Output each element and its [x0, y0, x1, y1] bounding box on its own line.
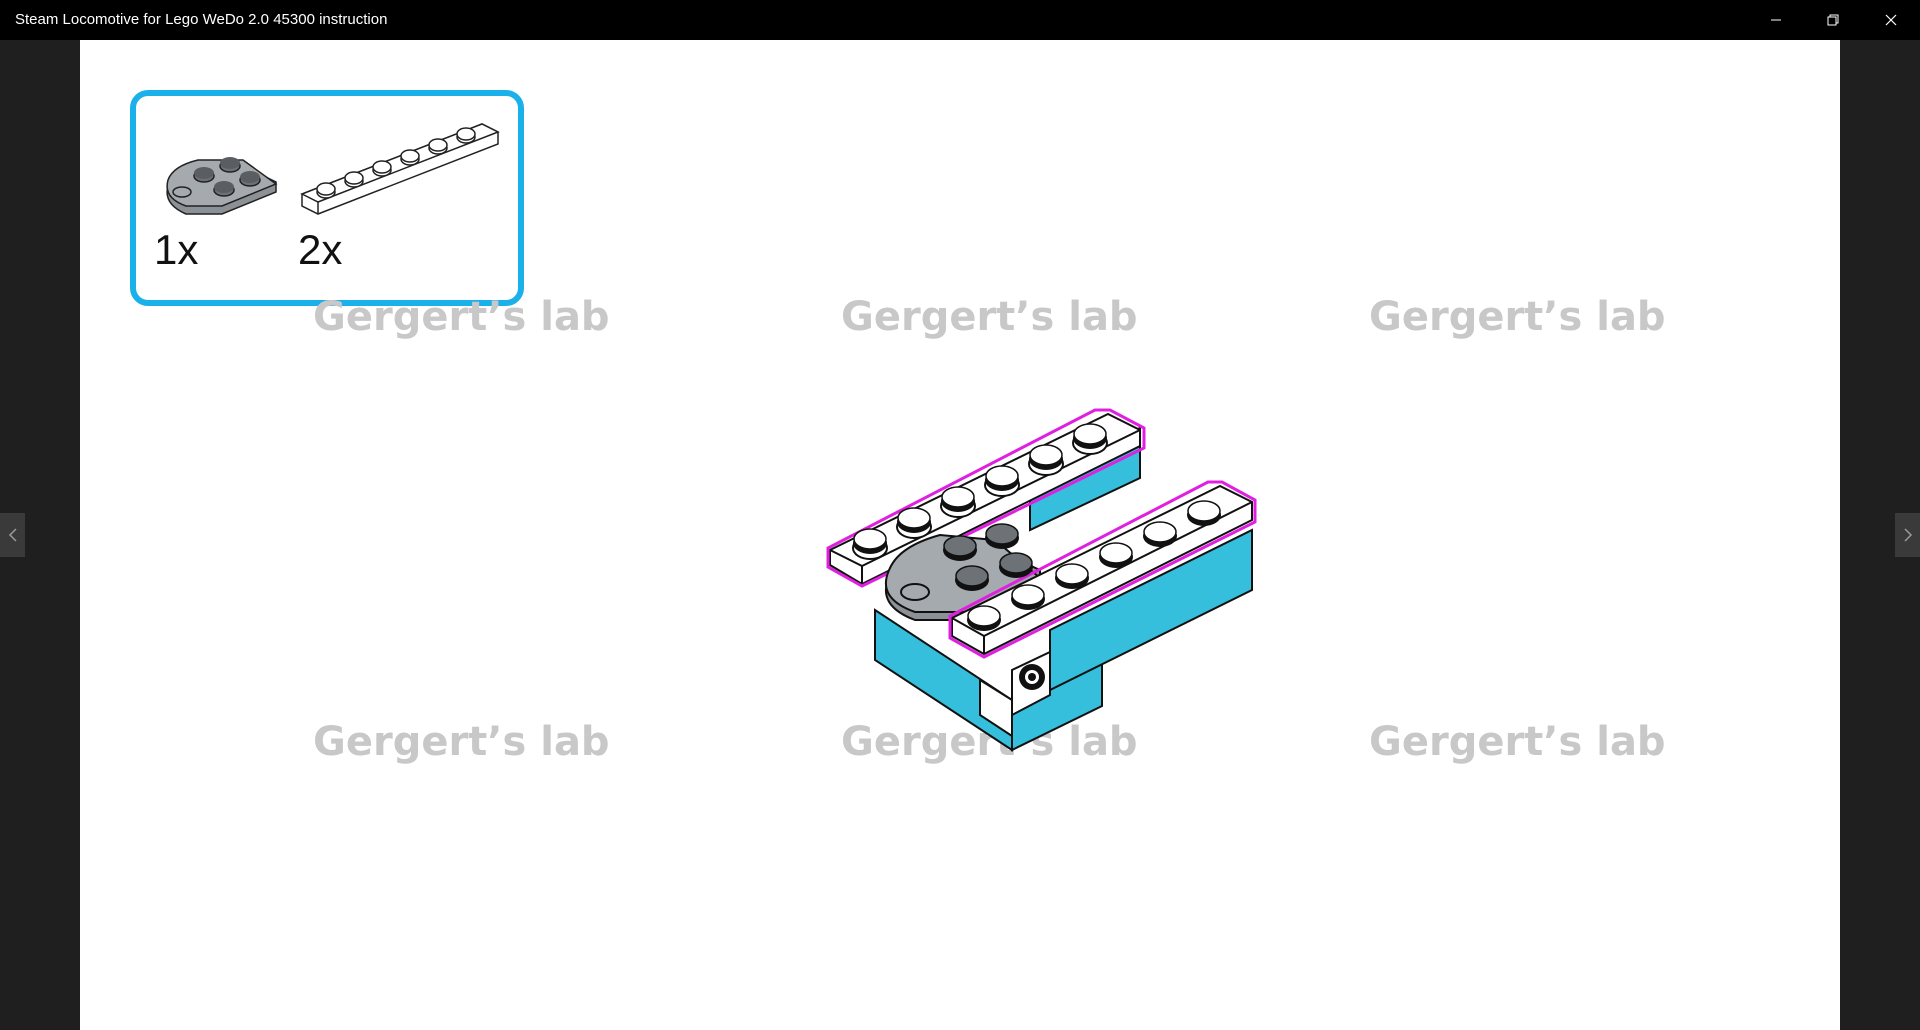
model-assembly-illustration	[826, 408, 1257, 752]
close-icon	[1885, 14, 1897, 26]
close-button[interactable]	[1863, 0, 1919, 40]
watermark: Gergert’s lab	[313, 294, 610, 340]
grey-rounded-plate-icon	[166, 157, 278, 215]
watermark: Gergert’s lab	[1369, 719, 1666, 765]
watermark: Gergert’s lab	[841, 294, 1138, 340]
title-bar: Steam Locomotive for Lego WeDo 2.0 45300…	[0, 0, 1920, 40]
white-plate-icon	[300, 123, 500, 215]
previous-page-button[interactable]	[0, 513, 25, 557]
restore-icon	[1827, 14, 1839, 26]
viewer-area: 1x 2x Gergert’s lab Gergert’s lab Gerger…	[0, 40, 1920, 1030]
restore-button[interactable]	[1805, 0, 1861, 40]
watermark: Gergert’s lab	[313, 719, 610, 765]
chevron-right-icon	[1903, 528, 1912, 542]
minimize-icon	[1771, 19, 1781, 21]
minimize-button[interactable]	[1748, 0, 1804, 40]
part-count-2: 2x	[298, 226, 343, 273]
part-count-1: 1x	[154, 226, 199, 273]
parts-callout: 1x 2x	[130, 90, 524, 306]
watermark: Gergert’s lab	[1369, 294, 1666, 340]
window-title: Steam Locomotive for Lego WeDo 2.0 45300…	[15, 11, 388, 28]
instruction-page: 1x 2x Gergert’s lab Gergert’s lab Gerger…	[80, 40, 1840, 1030]
next-page-button[interactable]	[1895, 513, 1920, 557]
chevron-left-icon	[8, 528, 17, 542]
